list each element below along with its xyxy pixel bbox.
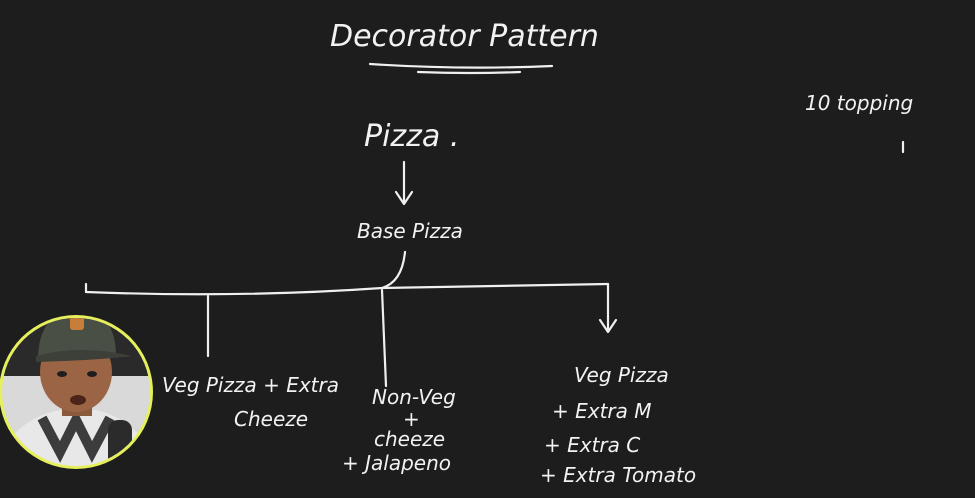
branch-text: + Jalapeno — [342, 451, 451, 475]
root-arrow-head — [394, 190, 414, 206]
branch-text: Cheeze — [234, 407, 308, 431]
base-label: Base Pizza — [357, 219, 463, 243]
branch-line-nonveg — [380, 288, 388, 388]
branch-veg-pizza: Veg Pizza + Extra M + Extra C + Extra To… — [540, 363, 696, 487]
root-label: Pizza . — [364, 119, 459, 154]
base-connector — [380, 250, 407, 290]
branch-text: Veg Pizza + Extra — [162, 373, 339, 397]
branch-text: + Extra Tomato — [540, 463, 696, 487]
branch-text: + — [403, 407, 420, 431]
note-text: 10 topping — [805, 91, 913, 115]
diagram-title: Decorator Pattern — [330, 19, 599, 54]
webcam-overlay — [0, 315, 153, 469]
branch-arrow-head — [598, 318, 618, 334]
title-underline-1 — [368, 62, 554, 69]
branch-bar — [84, 282, 610, 296]
branch-veg-extra-cheese: Veg Pizza + Extra Cheeze — [162, 373, 339, 431]
branch-non-veg: Non-Veg + cheeze + Jalapeno — [342, 385, 456, 475]
title-underline-2 — [416, 70, 522, 75]
branch-text: + Extra M — [552, 399, 652, 423]
branch-text: Non-Veg — [372, 385, 456, 409]
branch-text: Veg Pizza — [574, 363, 669, 387]
branch-text: + Extra C — [544, 433, 640, 457]
branch-text: cheeze — [374, 427, 445, 451]
